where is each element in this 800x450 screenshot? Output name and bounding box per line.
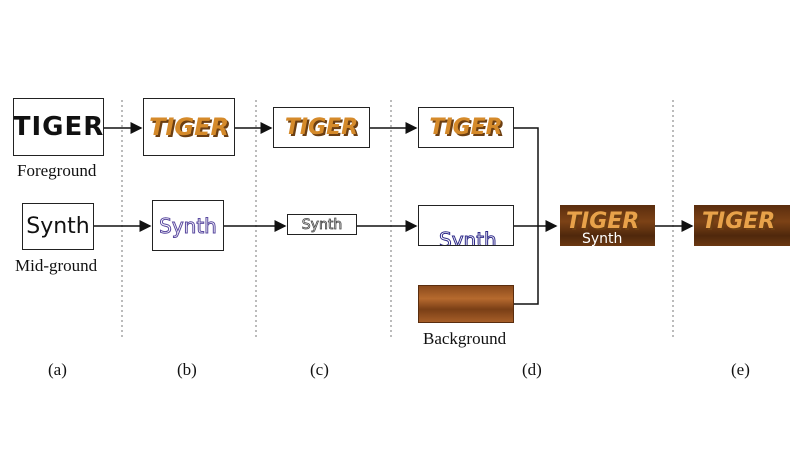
midground-word: Synth xyxy=(26,214,90,239)
composite-image: TIGER Synth xyxy=(560,205,655,246)
composite-midground-word: Synth xyxy=(582,231,623,246)
final-word: TIGER xyxy=(702,209,776,234)
stage-label-a: (a) xyxy=(48,360,67,379)
foreground-textured-box: TIGER xyxy=(143,98,235,156)
foreground-textured-word: TIGER xyxy=(149,113,229,141)
midground-placed-word: Synth xyxy=(439,228,498,246)
midground-input-box: Synth xyxy=(22,203,94,250)
foreground-transformed-box: TIGER xyxy=(273,107,370,148)
midground-transformed-box: Synth xyxy=(287,214,357,235)
foreground-placed-box: TIGER xyxy=(418,107,514,148)
foreground-word: TIGER xyxy=(13,112,104,142)
foreground-placed-word: TIGER xyxy=(429,115,503,140)
merge-line-fg xyxy=(514,127,539,226)
foreground-input-box: TIGER xyxy=(13,98,104,156)
background-label: Background xyxy=(423,329,507,348)
stage-label-e: (e) xyxy=(731,360,750,379)
midground-placed-box: Synth xyxy=(418,205,514,246)
merge-line-bg xyxy=(514,226,539,305)
stage-label-d: (d) xyxy=(522,360,542,379)
foreground-label: Foreground xyxy=(17,161,97,180)
midground-styled-box: Synth xyxy=(152,200,224,251)
final-output-image: TIGER xyxy=(694,205,790,246)
stage-label-b: (b) xyxy=(177,360,197,379)
background-texture-box xyxy=(418,285,514,323)
foreground-transformed-word: TIGER xyxy=(284,115,359,140)
midground-styled-word: Synth xyxy=(159,213,218,238)
midground-label: Mid-ground xyxy=(15,256,98,275)
composite-word: TIGER xyxy=(566,209,640,234)
midground-transformed-word: Synth xyxy=(301,216,343,233)
stage-label-c: (c) xyxy=(310,360,329,379)
